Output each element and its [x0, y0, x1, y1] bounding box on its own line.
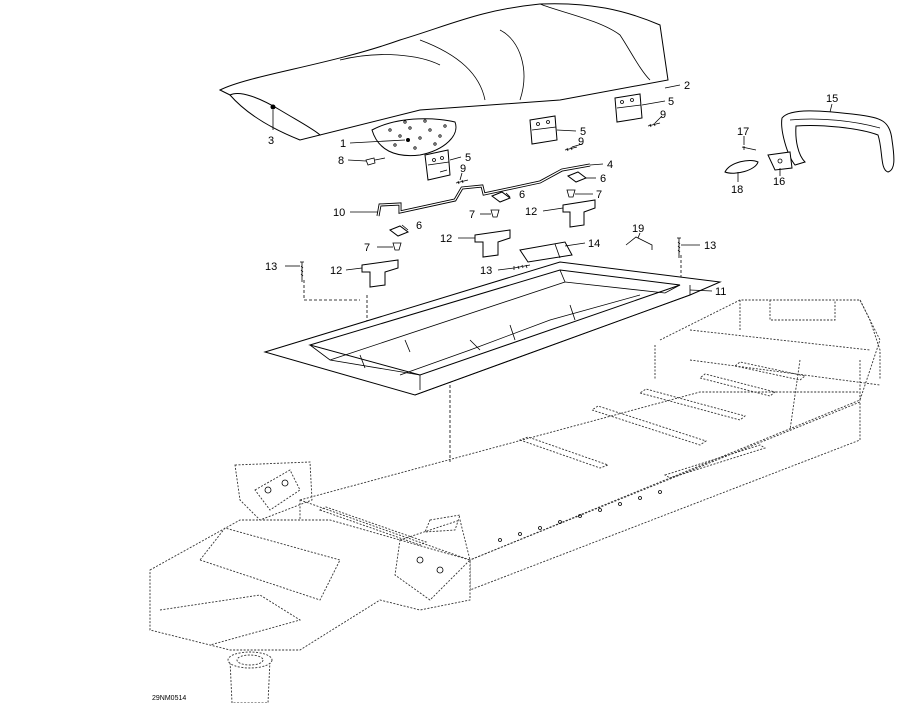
callout-15: 15	[826, 93, 838, 105]
callout-13a: 13	[265, 261, 277, 273]
callout-5b: 5	[580, 126, 586, 138]
callout-11: 11	[715, 286, 726, 298]
callout-10: 10	[333, 207, 345, 219]
callout-18: 18	[731, 184, 743, 196]
callout-19: 19	[632, 223, 644, 235]
callout-13c: 13	[480, 265, 492, 277]
small-parts	[300, 122, 681, 288]
callout-12a: 12	[330, 265, 342, 277]
callout-17: 17	[737, 126, 749, 138]
callout-labels: 1 2 3 4 5 5 5 6 6 6 7 7 7 8 9 9 9 10 11 …	[265, 80, 838, 298]
callout-5c: 5	[668, 96, 674, 108]
callout-9b: 9	[578, 136, 584, 148]
callout-3: 3	[268, 135, 274, 147]
leader-lines	[272, 84, 833, 292]
drawing-reference-code: 29NM0514	[152, 695, 186, 702]
callout-2: 2	[684, 80, 690, 92]
callout-7c: 7	[596, 189, 602, 201]
callout-5a: 5	[465, 152, 471, 164]
callout-14: 14	[588, 238, 600, 250]
storage-tray	[263, 261, 722, 396]
callout-12c: 12	[525, 206, 537, 218]
callout-6a: 6	[416, 220, 422, 232]
callout-9c: 9	[660, 109, 666, 121]
callout-12b: 12	[440, 233, 452, 245]
callout-13b: 13	[704, 240, 716, 252]
handle-strap-assembly	[724, 110, 895, 174]
hinges	[424, 93, 643, 181]
callout-4: 4	[607, 159, 613, 171]
callout-1: 1	[340, 138, 346, 150]
seat	[218, 3, 669, 157]
callout-6b: 6	[519, 189, 525, 201]
callout-16: 16	[773, 176, 785, 188]
callout-6c: 6	[600, 173, 606, 185]
chassis-frame	[149, 299, 881, 704]
callout-9a: 9	[460, 163, 466, 175]
callout-7b: 7	[469, 209, 475, 221]
latch-rod	[376, 163, 591, 217]
callout-7a: 7	[364, 242, 370, 254]
callout-8: 8	[338, 155, 344, 167]
